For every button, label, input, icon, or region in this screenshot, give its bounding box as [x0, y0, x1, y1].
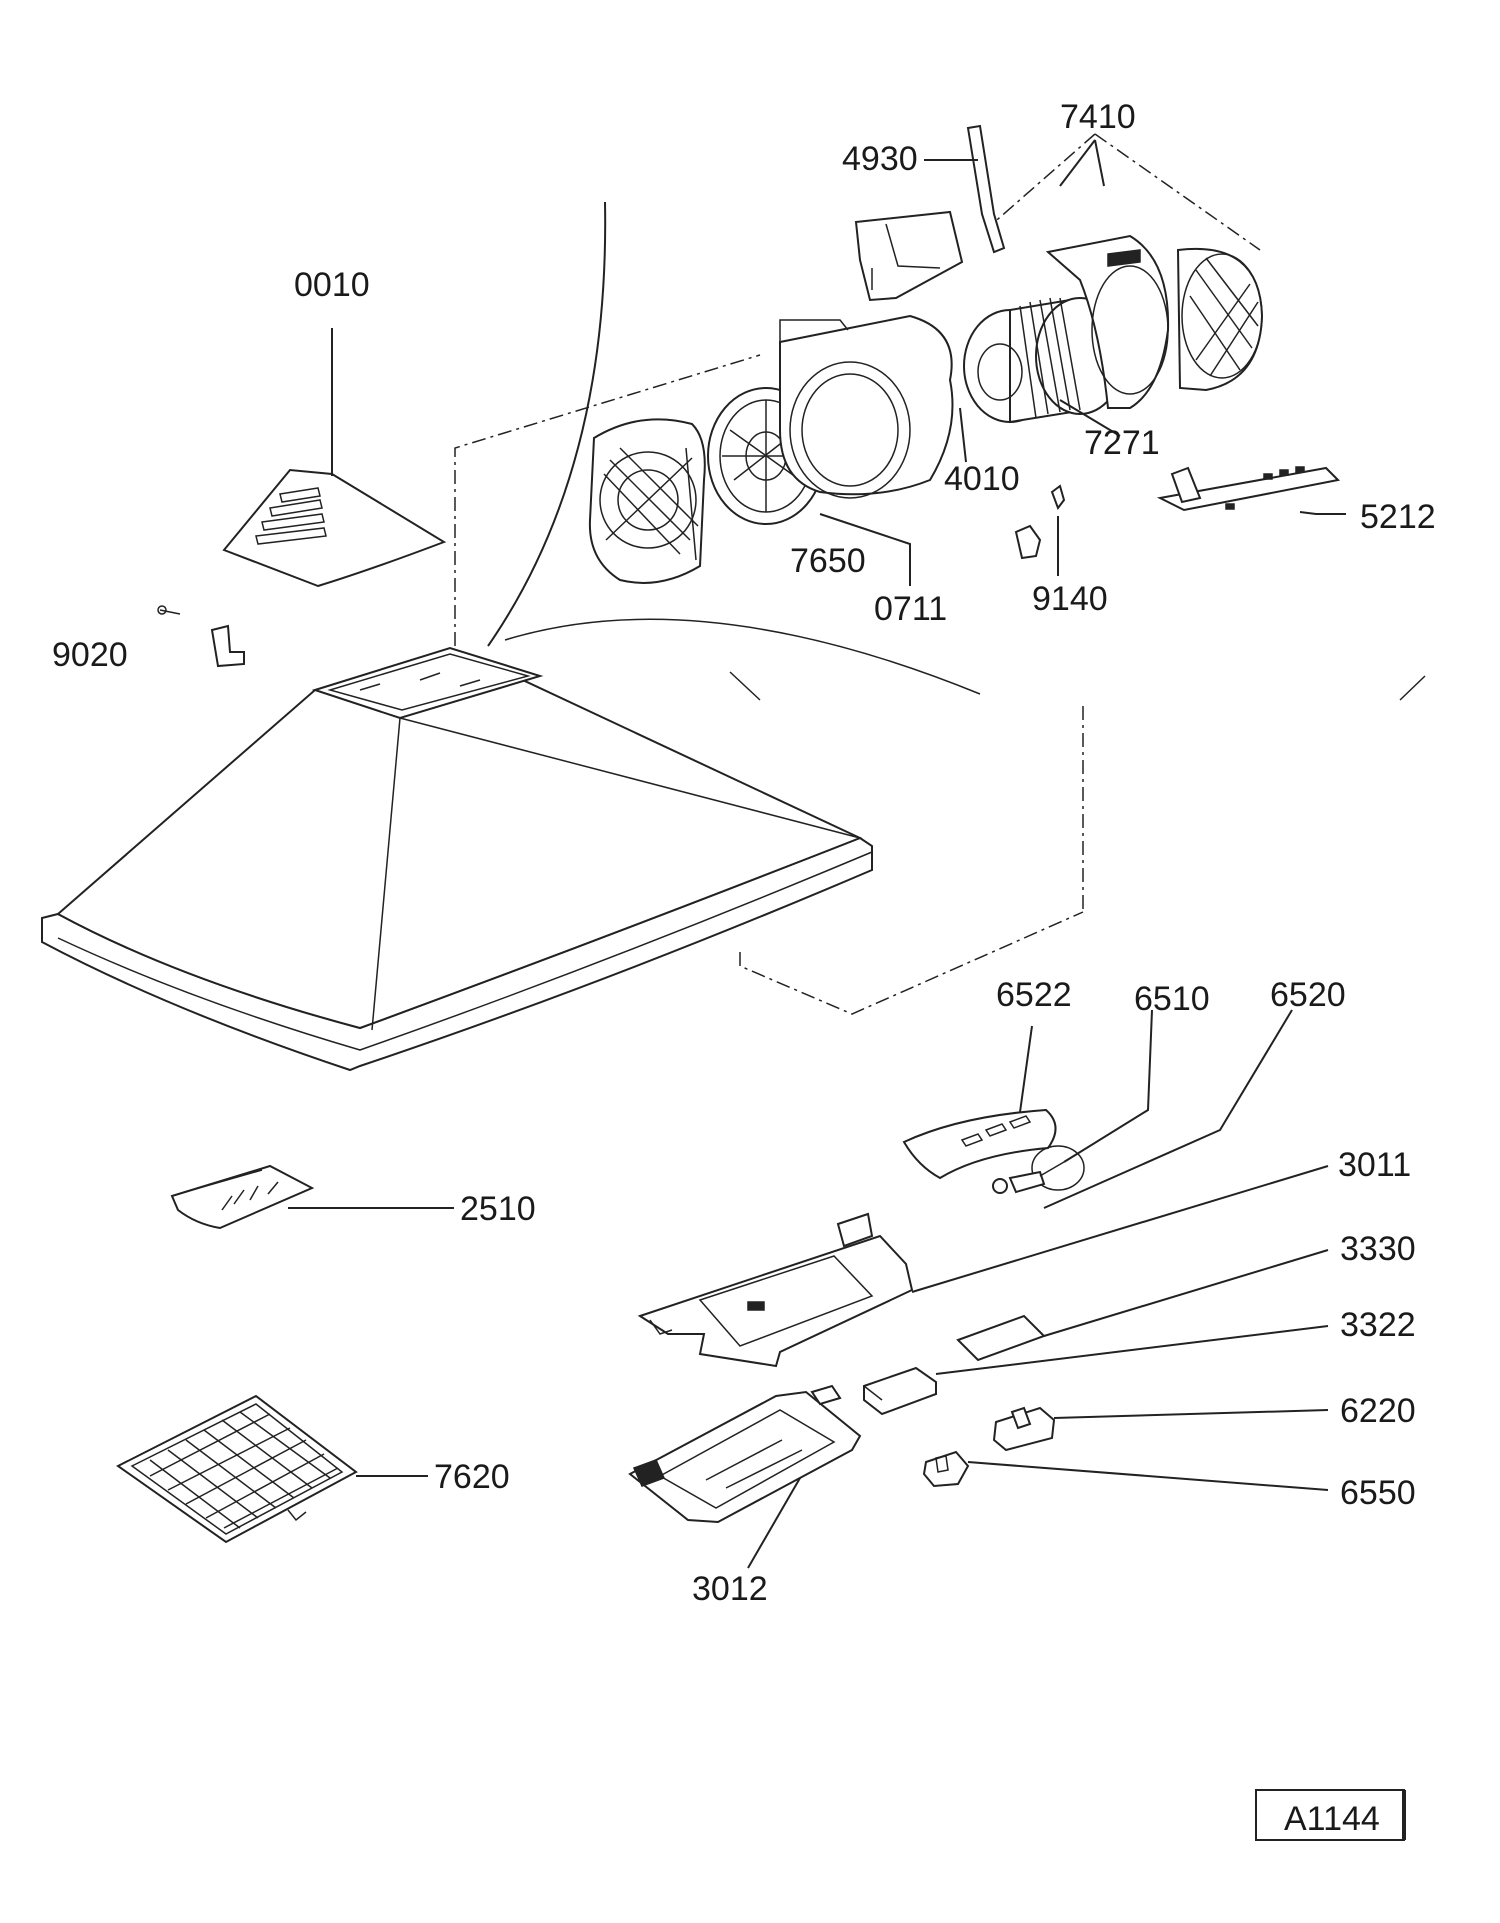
label-7410: 7410: [1060, 98, 1136, 136]
part-7620-filter: [116, 1394, 358, 1544]
label-3012: 3012: [692, 1570, 768, 1608]
reference-code-box: A1144: [1255, 1789, 1406, 1841]
label-6220: 6220: [1340, 1392, 1416, 1430]
assembly-lines: [454, 133, 1261, 1015]
part-3012-base: [628, 1384, 862, 1524]
label-2510: 2510: [460, 1190, 536, 1228]
part-9140-clips: [1014, 484, 1066, 560]
part-5212-bracket: [1156, 466, 1341, 512]
label-3011: 3011: [1338, 1146, 1411, 1184]
label-6510: 6510: [1134, 980, 1210, 1018]
part-6550-lampholder: [922, 1450, 970, 1488]
chimney-outline: [487, 201, 1426, 701]
reference-code: A1144: [1284, 1800, 1380, 1838]
label-5212: 5212: [1360, 498, 1436, 536]
label-3330: 3330: [1340, 1230, 1416, 1268]
part-labels: 0010 4930 7410 7271 4010 5212 7650 0711 …: [52, 98, 1436, 1608]
part-0010-cover: [222, 468, 447, 588]
label-0010: 0010: [294, 266, 370, 304]
label-6520: 6520: [1270, 976, 1346, 1014]
label-9140: 9140: [1032, 580, 1108, 618]
label-7650: 7650: [790, 542, 866, 580]
part-3322-pad: [863, 1366, 937, 1416]
label-3322: 3322: [1340, 1306, 1416, 1344]
label-0711: 0711: [874, 590, 947, 628]
label-7271: 7271: [1084, 424, 1160, 462]
part-7650-housing: [588, 418, 706, 584]
part-9020-bracket: [157, 605, 245, 668]
part-7271-motor: [963, 297, 1125, 424]
label-6550: 6550: [1340, 1474, 1416, 1512]
part-2510-plate: [170, 1164, 315, 1230]
label-7620: 7620: [434, 1458, 510, 1496]
part-4930-bracket: [854, 124, 1006, 302]
label-9020: 9020: [52, 636, 128, 674]
label-6522: 6522: [996, 976, 1072, 1014]
leader-lines: [288, 139, 1346, 1569]
label-4010: 4010: [944, 460, 1020, 498]
part-3011-control-box: [637, 1212, 914, 1368]
hood-body: [41, 646, 873, 1072]
part-6220-switch: [992, 1406, 1056, 1452]
part-7410-fan-housing: [1045, 234, 1264, 409]
part-6522-lamp-cover: [902, 1108, 1057, 1180]
part-4010-blower-housing: [779, 314, 954, 499]
label-4930: 4930: [842, 140, 918, 178]
part-3330-pad: [956, 1314, 1046, 1362]
part-6510-bulb: [992, 1145, 1085, 1194]
